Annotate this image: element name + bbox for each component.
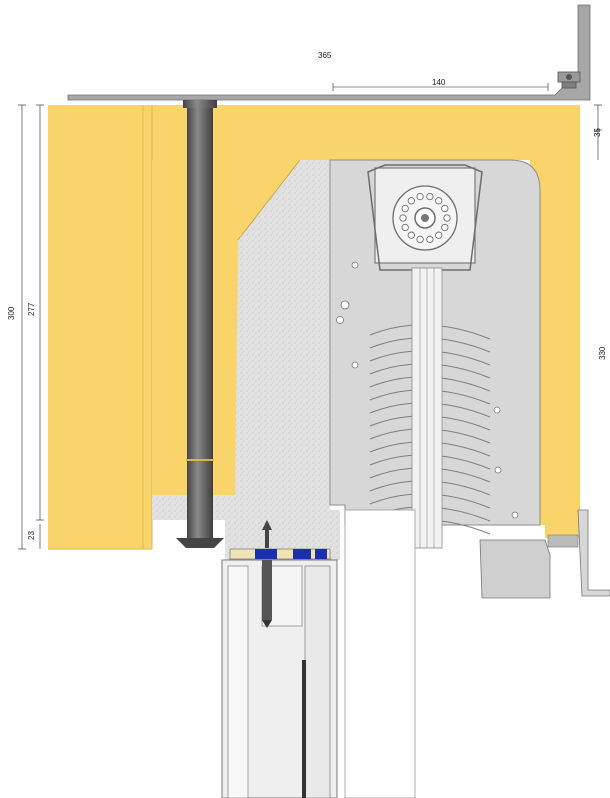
screw-icon [262,520,272,628]
outer-trim [577,509,610,597]
insulation-top [152,105,580,160]
guide-rails [411,267,443,549]
dim-height-right: 330 [598,346,607,360]
bottom-flashing [547,534,579,548]
axle-hole [441,223,449,232]
axle-hole [435,197,443,205]
axle-hole [426,192,434,201]
dim-height-bottom: 23 [27,531,36,540]
axle-hole [426,235,434,244]
anchor-rod [176,100,224,548]
insulation-left [48,105,152,549]
bottom-cap [479,539,551,599]
box-holes [336,261,519,519]
axle-hole [441,204,449,213]
dim-height-insulation: 277 [27,302,36,316]
seal-strip [229,548,331,560]
axle-hole [416,192,424,201]
hex-bolt-icon [557,71,581,89]
insulation-right [530,160,580,538]
dim-height-top-right: 35 [593,128,602,137]
steel-top-plate [67,4,591,101]
axle-hole [416,235,424,244]
roller-axle-icon [367,164,483,271]
dim-width-inner: 140 [432,78,446,87]
axle-hole [407,231,415,239]
axle-hole [399,214,407,222]
axle-hole [435,231,443,239]
axle-hole [443,214,451,222]
dimension-lines [18,83,602,550]
axle-hole [401,204,409,213]
dim-width-total: 365 [318,51,332,60]
axle-hole [401,223,409,232]
window-frame [221,509,416,798]
dim-height-total: 300 [7,306,16,320]
axle-holes [399,192,451,244]
axle-hole [407,197,415,205]
